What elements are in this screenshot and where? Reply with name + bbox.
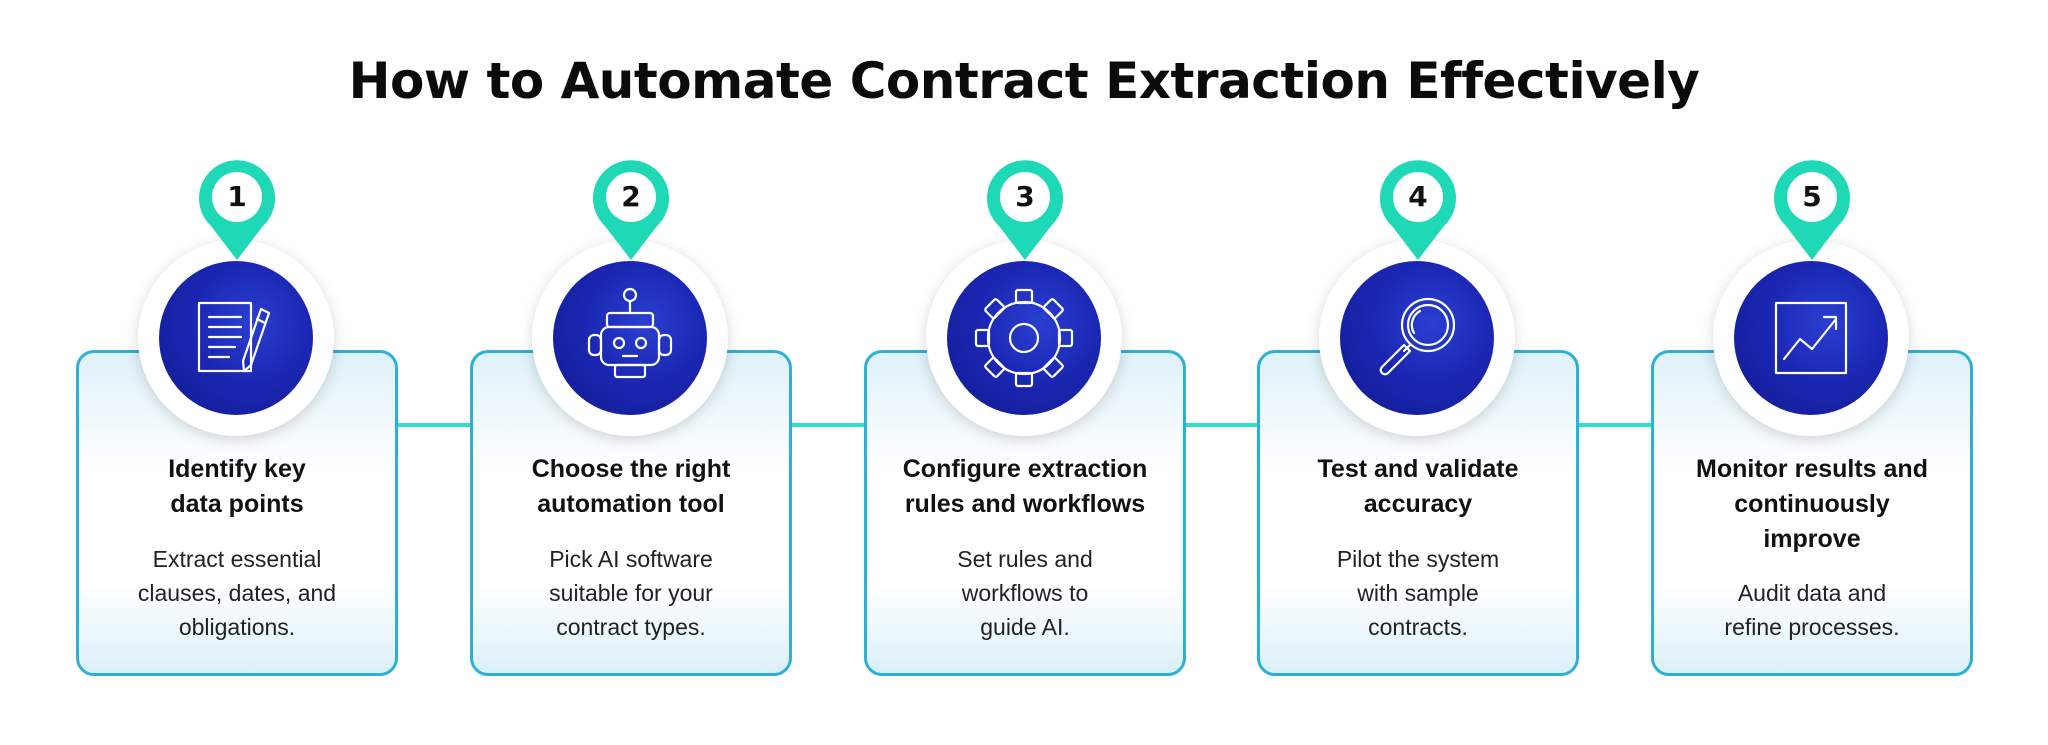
- gear-icon: [974, 288, 1074, 388]
- step-title: Choose the right automation tool: [531, 455, 731, 518]
- step-icon-circle: [532, 240, 728, 436]
- page-title: How to Automate Contract Extraction Effe…: [348, 52, 1700, 110]
- map-pin-icon: [1380, 160, 1456, 260]
- step-title: Configure extraction rules and workflows: [902, 455, 1148, 518]
- map-pin-icon: [987, 160, 1063, 260]
- robot-icon: [587, 287, 673, 379]
- step-title: Identify key data points: [168, 455, 306, 518]
- step-2: 2 Choose the right automation tool Pick …: [470, 160, 792, 680]
- step-title: Test and validate accuracy: [1317, 455, 1519, 518]
- step-description: Extract essential clauses, dates, and ob…: [137, 546, 337, 640]
- step-5: 5 Monitor results and continuously impro…: [1651, 160, 1973, 680]
- step-description: Audit data and refine processes.: [1724, 580, 1900, 640]
- map-pin-icon: [1774, 160, 1850, 260]
- step-4: 4 Test and validate accuracy Pilot the s…: [1257, 160, 1579, 680]
- step-number: 1: [227, 180, 247, 213]
- step-3: 3 Configure extraction rules and workflo…: [864, 160, 1186, 680]
- step-number: 5: [1802, 180, 1822, 213]
- map-pin-icon: [199, 160, 275, 260]
- step-icon-circle: [1319, 240, 1515, 436]
- step-number: 4: [1408, 180, 1428, 213]
- step-description: Pilot the system with sample contracts.: [1336, 546, 1500, 640]
- step-icon-circle: [926, 240, 1122, 436]
- step-description: Pick AI software suitable for your contr…: [549, 546, 713, 640]
- step-number: 2: [621, 180, 641, 213]
- step-icon-circle: [138, 240, 334, 436]
- magnifier-icon: [1379, 297, 1456, 376]
- step-description: Set rules and workflows to guide AI.: [957, 546, 1093, 640]
- document-pen-icon: [197, 301, 271, 373]
- step-number: 3: [1015, 180, 1035, 213]
- step-title: Monitor results and continuously improve: [1696, 455, 1928, 553]
- step-icon-circle: [1713, 240, 1909, 436]
- growth-chart-icon: [1774, 301, 1848, 375]
- map-pin-icon: [593, 160, 669, 260]
- step-1: 1 Identify key data points Extract essen…: [76, 160, 398, 680]
